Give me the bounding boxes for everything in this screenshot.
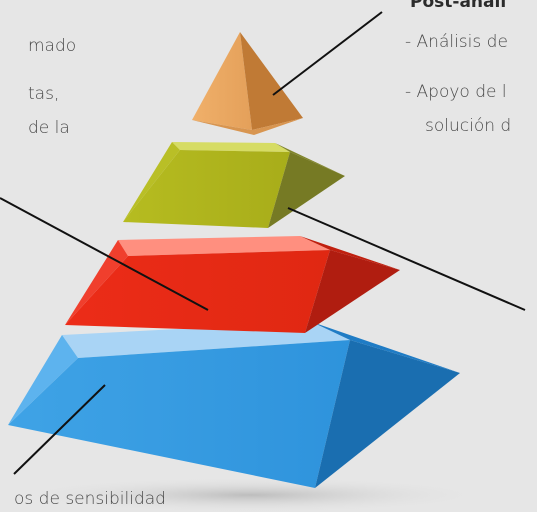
- bottom-caption: os de sensibilidad: [14, 489, 166, 509]
- left-text-line-1: mado: [28, 36, 77, 56]
- pyramid-tier-second: [123, 142, 345, 228]
- leader-line-top: [272, 11, 383, 96]
- right-item-2: - Apoyo de l: [405, 82, 507, 102]
- pyramid-tier-top: [192, 32, 303, 135]
- leader-line-base: [13, 384, 106, 475]
- pyramid-shadow: [10, 477, 490, 512]
- left-text-line-3: de la: [28, 118, 70, 138]
- right-item-3: solución d: [425, 116, 512, 136]
- left-text-line-2: tas,: [28, 84, 60, 104]
- leader-line-third: [0, 197, 209, 311]
- right-heading: Post-análi: [410, 0, 507, 12]
- pyramid-tier-third: [65, 236, 400, 333]
- leader-line-second: [287, 207, 526, 311]
- pyramid-tier-base: [8, 322, 460, 488]
- right-item-1: - Análisis de: [405, 32, 508, 52]
